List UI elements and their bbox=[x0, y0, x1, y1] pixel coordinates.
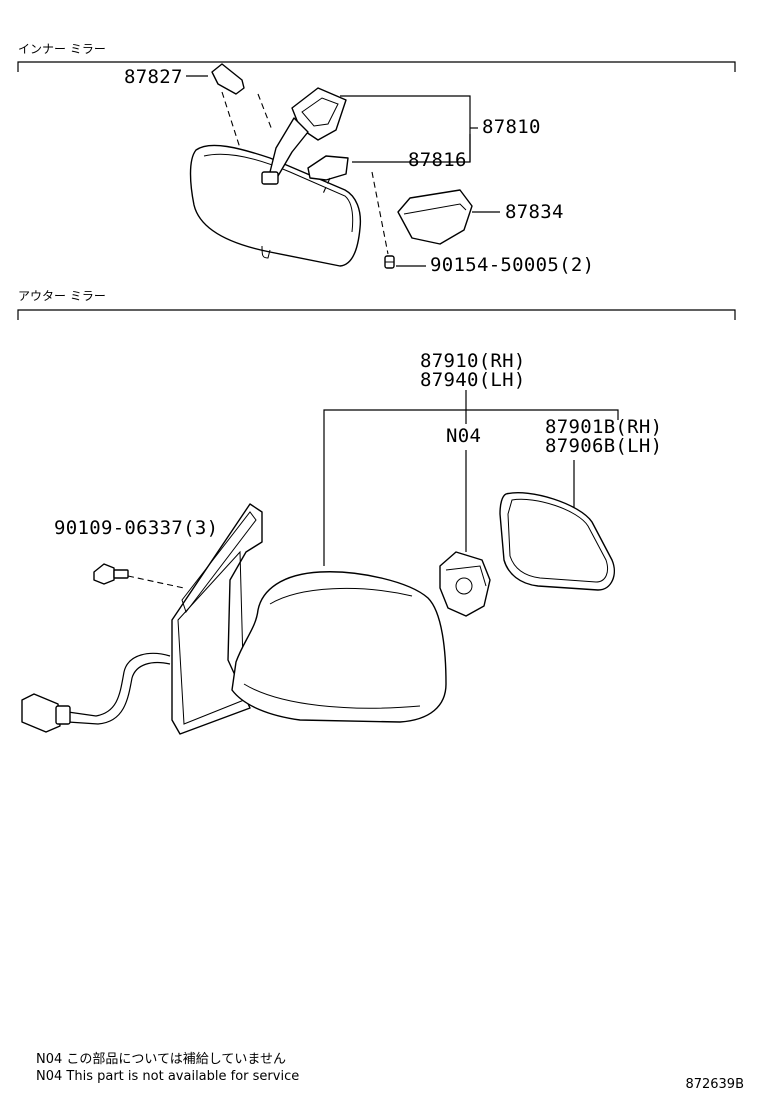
inner-mirror-cover-87834 bbox=[397, 189, 473, 245]
part-code-n04: N04 bbox=[446, 425, 481, 447]
harness-connector bbox=[21, 652, 171, 733]
inner-section-bracket bbox=[17, 61, 736, 72]
outer-mirror-section-title: アウター ミラー bbox=[18, 289, 106, 303]
part-number-87910-rh: 87910(RH) bbox=[420, 350, 526, 372]
outer-mirror-housing bbox=[231, 571, 447, 723]
outer-mirror-base bbox=[171, 503, 263, 735]
inner-screw bbox=[384, 255, 395, 269]
inner-mirror-cover-small bbox=[307, 155, 349, 181]
part-number-87810: 87810 bbox=[482, 116, 541, 138]
mirror-actuator-n04 bbox=[439, 551, 491, 617]
inner-mirror-section-title: インナー ミラー bbox=[18, 42, 106, 56]
note-en: N04 This part is not available for servi… bbox=[36, 1069, 300, 1084]
part-number-87816: 87816 bbox=[408, 149, 467, 171]
part-number-87834: 87834 bbox=[505, 201, 564, 223]
outer-screw bbox=[93, 563, 129, 585]
part-number-87901b-rh: 87901B(RH) bbox=[545, 416, 662, 438]
bulb-87827 bbox=[211, 63, 245, 95]
inner-mirror-stay bbox=[261, 87, 347, 185]
diagram-code: 872639B bbox=[685, 1077, 744, 1092]
inner-mirror-body bbox=[189, 144, 362, 267]
outer-section-bracket bbox=[17, 309, 736, 320]
part-number-87827: 87827 bbox=[124, 66, 183, 88]
part-number-90109: 90109-06337(3) bbox=[54, 517, 218, 539]
note-jp: N04 この部品については補給していません bbox=[36, 1052, 286, 1067]
mirror-glass bbox=[499, 492, 616, 591]
part-number-87906b-lh: 87906B(LH) bbox=[545, 435, 662, 457]
part-number-90154: 90154-50005(2) bbox=[430, 254, 594, 276]
part-number-87940-lh: 87940(LH) bbox=[420, 369, 526, 391]
